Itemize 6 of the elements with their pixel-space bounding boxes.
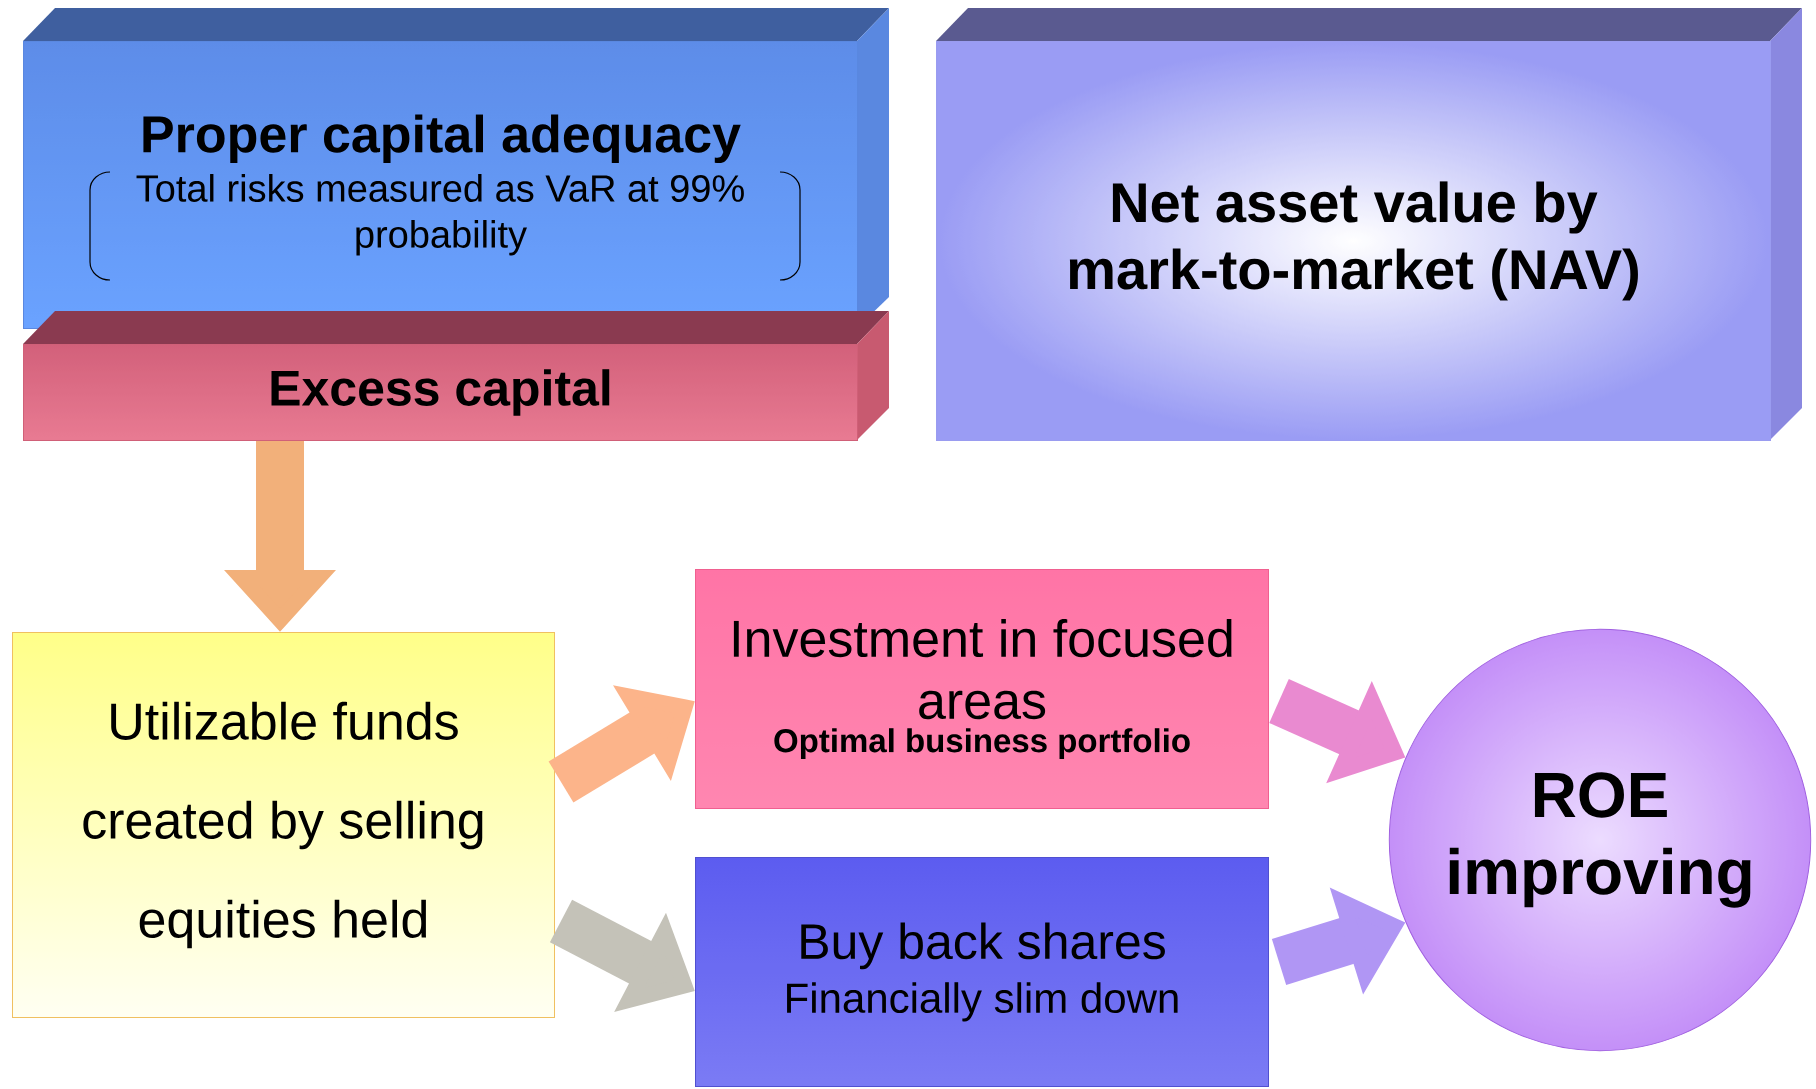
value-box: Net asset value by mark-to-market (NAV) — [936, 8, 1802, 441]
capital-box: Excess capital — [23, 311, 889, 441]
funds-box: Utilizable funds created by selling equities held — [12, 632, 555, 1018]
capital-box: Proper capital adequacy Total risks measured as VaR at 99% probability — [23, 8, 889, 329]
action-box: Buy back shares Financially slim down — [695, 857, 1269, 1087]
action-box: Investment in focused areas Optimal business portfolio — [695, 569, 1269, 809]
